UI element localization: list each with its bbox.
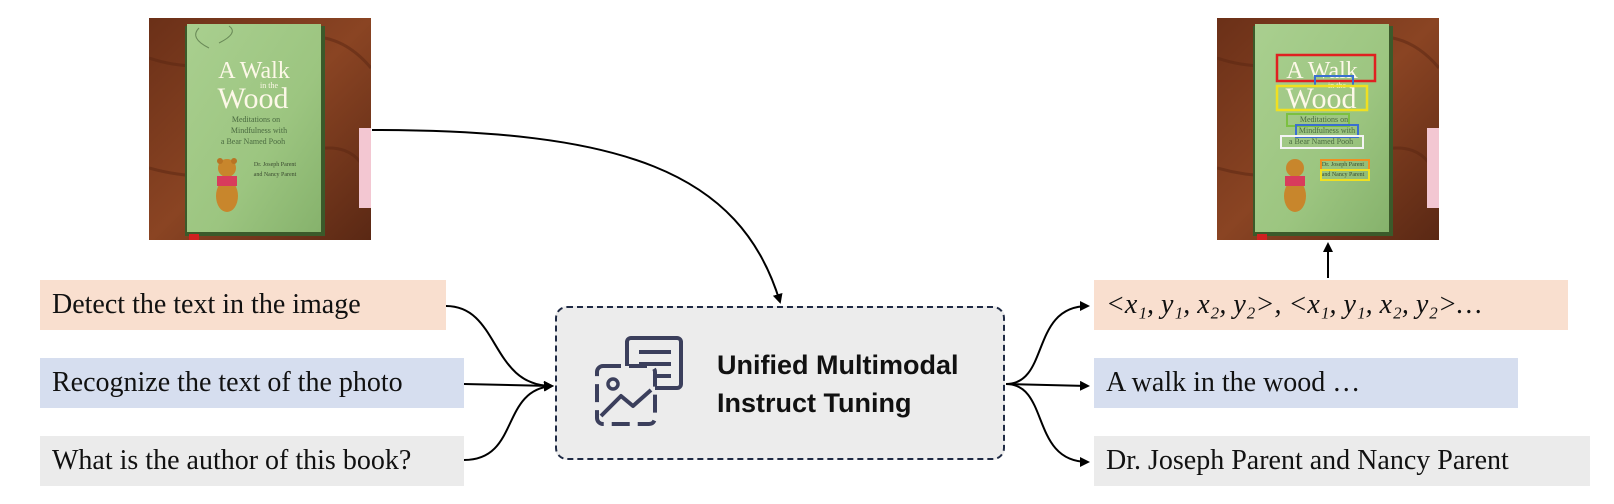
detected-author-1: Dr. Joseph Parent	[1322, 162, 1364, 168]
detected-author-2: and Nancy Parent	[1322, 172, 1365, 178]
output-book-photo: A Walk in the Wood Meditations on Mindfu…	[1217, 18, 1439, 240]
detection-box-red	[1275, 53, 1377, 83]
prompt-detect-text: Detect the text in the image	[40, 280, 446, 330]
image-to-model-arrow	[371, 129, 783, 304]
model-title-line1: Unified Multimodal	[717, 350, 959, 380]
pooh-bear-illustration	[216, 158, 238, 212]
detection-box-yellow-small	[1320, 169, 1370, 181]
cover-author-2: and Nancy Parent	[254, 172, 297, 178]
model-to-output1-arrow	[1005, 301, 1090, 385]
cover-title-small: in the	[260, 81, 278, 90]
detected-subtitle-1: Meditations on	[1300, 115, 1348, 124]
prompt2-to-model-arrow	[463, 380, 554, 391]
prompt-recognize-text: Recognize the text of the photo	[40, 358, 464, 408]
output-recognized-text: A walk in the wood …	[1094, 358, 1518, 408]
model-title: Unified Multimodal Instruct Tuning	[717, 346, 958, 422]
detected-book-photo-svg: A Walk in the Wood Meditations on Mindfu…	[1217, 18, 1439, 240]
detected-subtitle-2: Mindfulness with	[1299, 126, 1355, 135]
output-author-answer: Dr. Joseph Parent and Nancy Parent	[1094, 436, 1590, 486]
output-bounding-boxes: <x₁, y₁, x₂, y₂>, <x₁, y₁, x₂, y₂>…	[1094, 280, 1568, 330]
detection-box-white	[1280, 135, 1364, 149]
prompt1-to-model-arrow	[445, 305, 554, 391]
model-to-output3-arrow	[1005, 383, 1090, 467]
cover-subtitle-2: Mindfulness with	[231, 126, 287, 135]
cover-subtitle-1: Meditations on	[232, 115, 280, 124]
cover-title-1: A Walk	[218, 58, 290, 84]
image-document-icon	[595, 336, 683, 426]
input-book-photo: A Walk in the Wood Meditations on Mindfu…	[149, 18, 371, 240]
model-to-output2-arrow	[1005, 380, 1090, 391]
cover-title-2: Wood	[218, 82, 289, 115]
detection-box-yellow	[1275, 84, 1369, 112]
detected-title-1: A Walk	[1286, 58, 1358, 84]
pooh-bear-illustration-detected	[1284, 159, 1306, 212]
cover-subtitle-3: a Bear Named Pooh	[221, 137, 285, 146]
detected-subtitle-3: a Bear Named Pooh	[1289, 137, 1353, 146]
unified-model-box: Unified Multimodal Instruct Tuning	[555, 306, 1005, 460]
model-title-line2: Instruct Tuning	[717, 388, 912, 418]
prompt-author-question: What is the author of this book?	[40, 436, 464, 486]
cover-author-1: Dr. Joseph Parent	[254, 162, 296, 168]
book-photo-svg: A Walk in the Wood Meditations on Mindfu…	[149, 18, 371, 240]
prompt3-to-model-arrow	[463, 381, 554, 461]
